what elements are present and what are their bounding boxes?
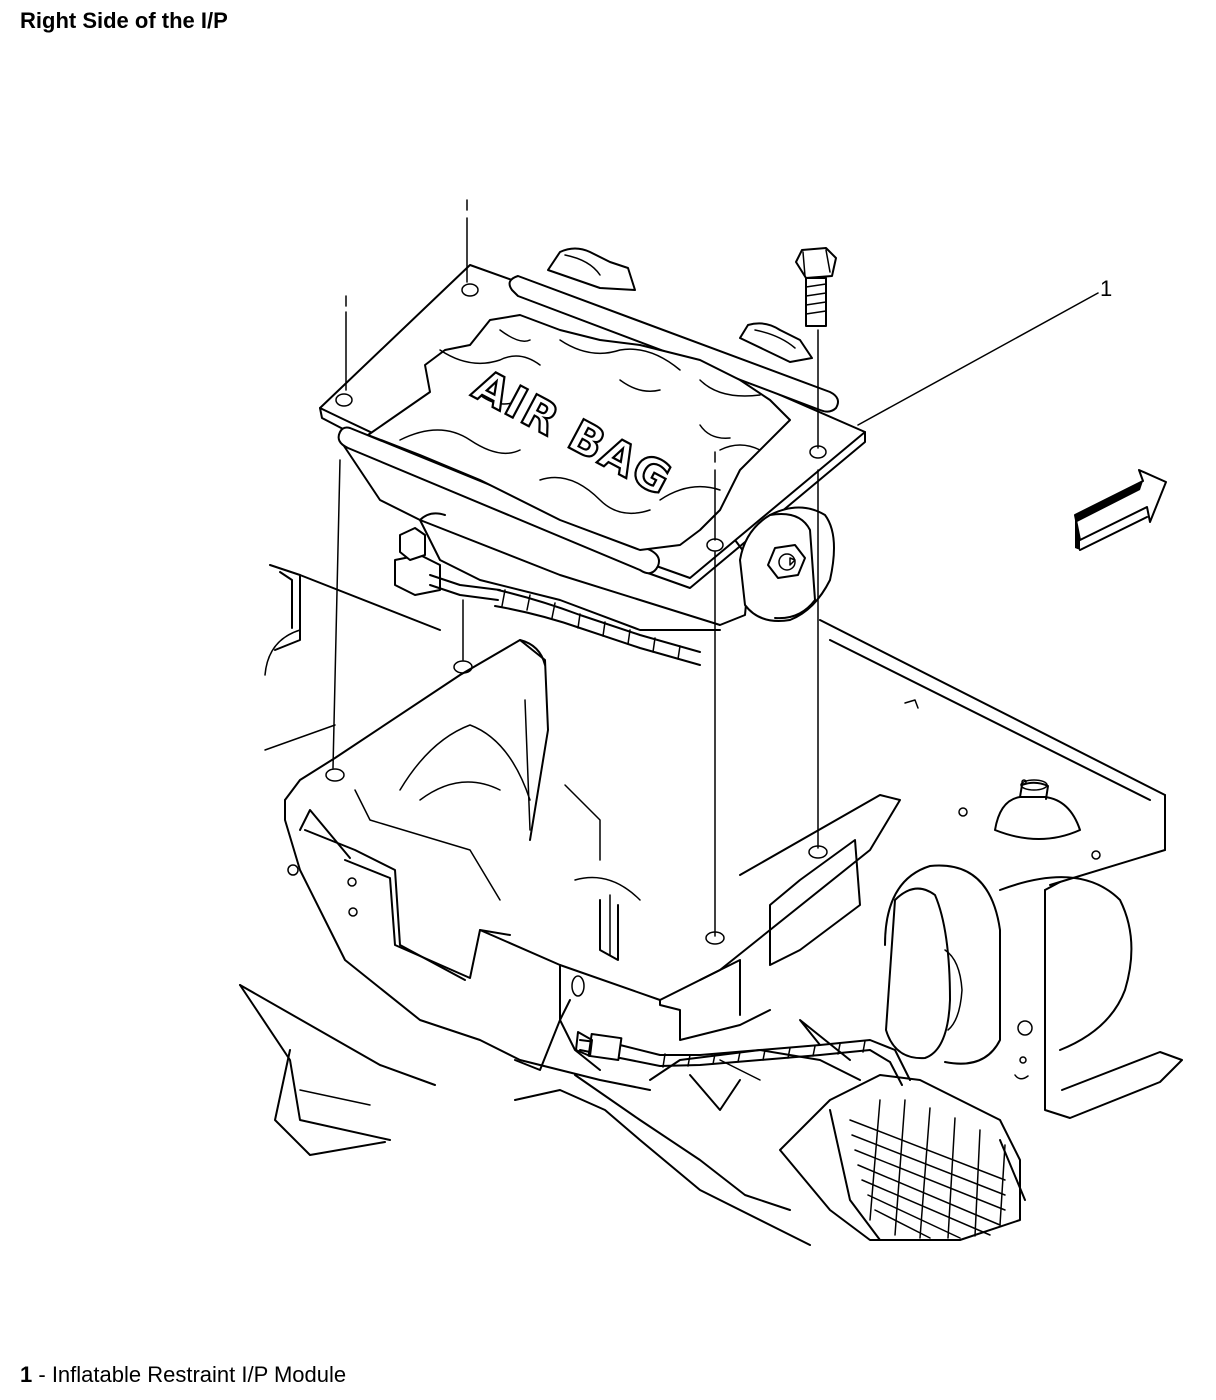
grille-slats	[850, 1100, 1005, 1238]
page-title: Right Side of the I/P	[20, 8, 228, 33]
instrument-panel-structure	[240, 565, 1182, 1245]
legend-text: Inflatable Restraint I/P Module	[51, 1362, 347, 1387]
legend-number: 1	[20, 1362, 33, 1387]
callout-1: 1	[858, 276, 1112, 425]
harness-wraps-upper	[502, 590, 680, 659]
alignment-lines	[326, 200, 918, 944]
mounting-bolt	[796, 248, 836, 326]
legend-separator: -	[32, 1362, 52, 1387]
view-direction-arrow	[1075, 470, 1166, 550]
airbag-module: AIR BAG	[320, 249, 865, 666]
callout-number: 1	[1100, 276, 1112, 301]
harness-wraps-lower	[663, 1041, 865, 1067]
legend-item-1: 1 - Inflatable Restraint I/P Module	[20, 1362, 346, 1388]
